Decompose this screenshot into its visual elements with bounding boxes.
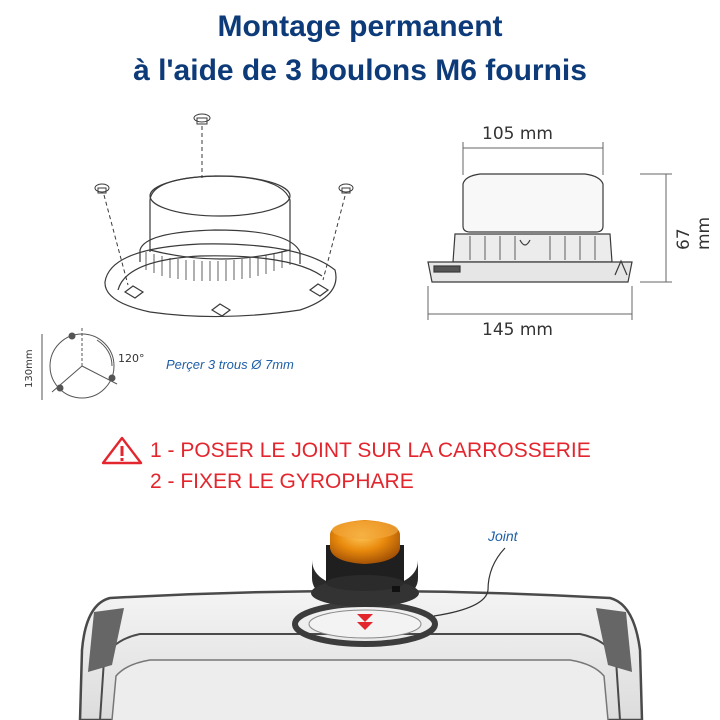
car-roof-illustration bbox=[78, 589, 644, 720]
amber-beacon bbox=[311, 520, 419, 607]
warning-triangle-icon bbox=[101, 436, 143, 465]
step-1-text: 1 - POSER LE JOINT SUR LA CARROSSERIE bbox=[150, 439, 591, 462]
drill-radius-label: 130mm bbox=[24, 349, 35, 388]
dimension-lines bbox=[427, 142, 672, 320]
dimension-height: 67 mm bbox=[674, 216, 714, 250]
drill-angle-label: 120° bbox=[118, 352, 145, 365]
joint-label: Joint bbox=[488, 528, 518, 544]
drilling-template bbox=[41, 326, 118, 400]
drill-instruction: Perçer 3 trous Ø 7mm bbox=[166, 357, 294, 372]
step-2-text: 2 - FIXER LE GYROPHARE bbox=[150, 470, 414, 493]
title-line-2: à l'aide de 3 boulons M6 fournis bbox=[133, 54, 587, 87]
down-arrow-icon bbox=[357, 614, 373, 630]
joint-leader-line bbox=[433, 547, 506, 617]
beacon-isometric-drawing bbox=[104, 175, 337, 318]
beacon-side-view bbox=[427, 173, 633, 283]
dimension-top-width: 105 mm bbox=[482, 124, 553, 144]
title-line-1: Montage permanent bbox=[217, 10, 503, 43]
dimension-bottom-width: 145 mm bbox=[482, 320, 553, 340]
bolt-icons bbox=[94, 113, 354, 286]
